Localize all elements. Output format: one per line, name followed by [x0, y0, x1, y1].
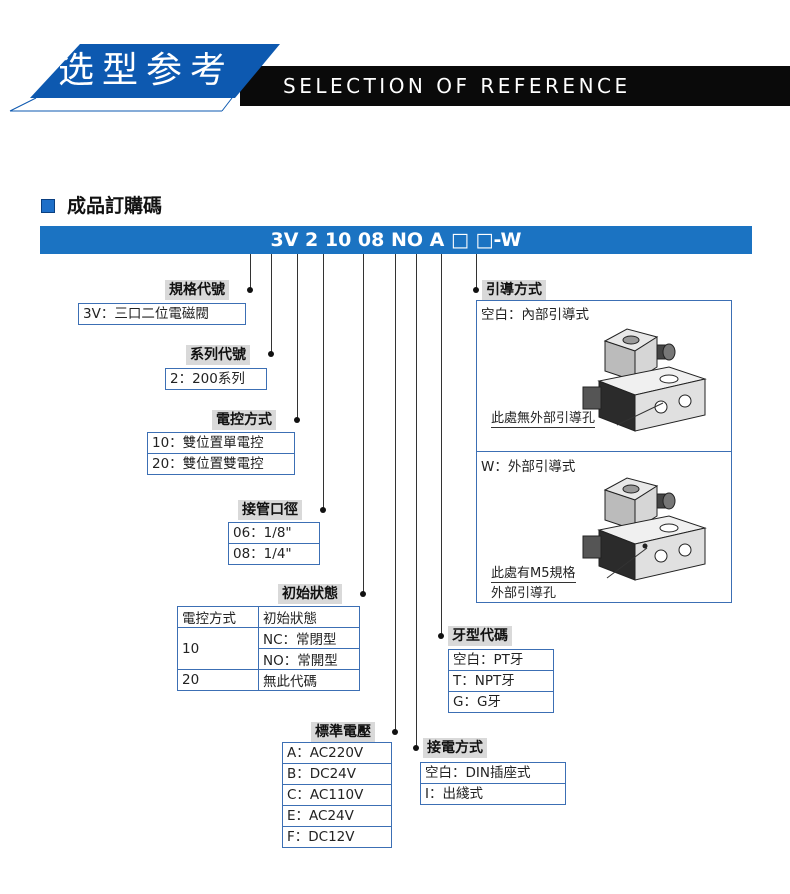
spec-box: 3V：三口二位電磁閥: [78, 303, 246, 325]
connector-dot: [438, 633, 444, 639]
model-code-bar: [40, 226, 752, 254]
pilot-internal-callout: 此處無外部引導孔: [491, 407, 596, 428]
initial-state-table: 電控方式 初始狀態 10 NC：常閉型 NO：常開型 20 無此代碼: [177, 606, 360, 691]
series-box: 2：200系列: [165, 368, 267, 390]
header-underline: [9, 97, 233, 112]
pilot-external-title: W：外部引導式: [481, 459, 576, 475]
page-subtitle: SELECTION OF REFERENCE: [283, 74, 631, 98]
model-code: 3V 2 10 08 NO A □ □-W: [270, 229, 522, 251]
port-box: 06：1/8" 08：1/4": [228, 522, 320, 565]
spec-label: 規格代號: [165, 280, 229, 300]
control-label: 電控方式: [212, 410, 276, 430]
voltage-item: C：AC110V: [283, 784, 391, 805]
initial-label: 初始狀態: [278, 584, 342, 604]
voltage-box: A：AC220V B：DC24V C：AC110V E：AC24V F：DC12…: [282, 742, 392, 848]
table-cell: 無此代碼: [258, 669, 360, 691]
valve-internal-icon: [582, 328, 707, 432]
pilot-external-panel: W：外部引導式 此處有M5規格 外部引導孔: [476, 451, 732, 603]
connector-port: [323, 254, 324, 510]
control-item: 10：雙位置單電控: [152, 435, 264, 451]
series-label: 系列代號: [186, 345, 250, 365]
wiring-item: I：出綫式: [421, 783, 565, 804]
connector-dot: [268, 351, 274, 357]
voltage-item: A：AC220V: [287, 745, 364, 761]
section-bullet-icon: [41, 199, 55, 213]
thread-item: 空白：PT牙: [453, 652, 524, 668]
port-item: 08：1/4": [229, 543, 319, 564]
thread-item: G：G牙: [449, 691, 553, 712]
pilot-label: 引導方式: [482, 280, 546, 300]
connector-voltage: [395, 254, 396, 732]
thread-label: 牙型代碼: [448, 626, 512, 646]
connector-dot: [392, 729, 398, 735]
wiring-label: 接電方式: [423, 738, 487, 758]
table-cell: 20: [177, 669, 259, 691]
connector-dot: [294, 417, 300, 423]
pilot-external-callout-line2: 外部引導孔: [491, 586, 557, 601]
pilot-external-callout-line1: 此處有M5規格: [491, 562, 576, 583]
connector-dot: [360, 591, 366, 597]
voltage-item: F：DC12V: [283, 826, 391, 847]
control-box: 10：雙位置單電控 20：雙位置雙電控: [147, 432, 295, 475]
connector-dot: [413, 745, 419, 751]
voltage-item: B：DC24V: [283, 763, 391, 784]
callout-leader: [606, 547, 648, 579]
page-title: 选型参考: [58, 50, 235, 91]
connector-thread: [441, 254, 442, 636]
voltage-label: 標準電壓: [311, 722, 375, 742]
connector-spec: [250, 254, 251, 290]
wiring-item: 空白：DIN插座式: [425, 765, 531, 781]
connector-initial: [363, 254, 364, 594]
table-header: 電控方式: [177, 606, 259, 628]
connector-dot: [247, 287, 253, 293]
port-label: 接管口徑: [238, 500, 302, 520]
connector-dot: [473, 287, 479, 293]
table-cell: 10: [177, 627, 259, 670]
table-cell: NO：常開型: [258, 648, 360, 670]
pilot-internal-panel: 空白：內部引導式 此處無外部引導孔: [476, 300, 732, 452]
callout-leader: [616, 402, 664, 426]
table-header: 初始狀態: [258, 606, 360, 628]
connector-wiring: [416, 254, 417, 748]
connector-dot: [320, 507, 326, 513]
pilot-internal-title: 空白：內部引導式: [481, 307, 589, 323]
thread-item: T：NPT牙: [449, 670, 553, 691]
series-item: 2：200系列: [170, 371, 245, 387]
port-item: 06：1/8": [233, 525, 292, 541]
header-banner-bar: [240, 66, 790, 106]
connector-pilot: [476, 254, 477, 290]
connector-series: [271, 254, 272, 354]
voltage-item: E：AC24V: [283, 805, 391, 826]
valve-external-icon: [582, 477, 707, 581]
wiring-box: 空白：DIN插座式 I：出綫式: [420, 762, 566, 805]
section-title: 成品訂購碼: [67, 195, 163, 217]
connector-control: [297, 254, 298, 420]
spec-item: 3V：三口二位電磁閥: [83, 306, 209, 322]
table-cell: NC：常閉型: [258, 627, 360, 649]
thread-box: 空白：PT牙 T：NPT牙 G：G牙: [448, 649, 554, 713]
control-item: 20：雙位置雙電控: [148, 453, 294, 474]
